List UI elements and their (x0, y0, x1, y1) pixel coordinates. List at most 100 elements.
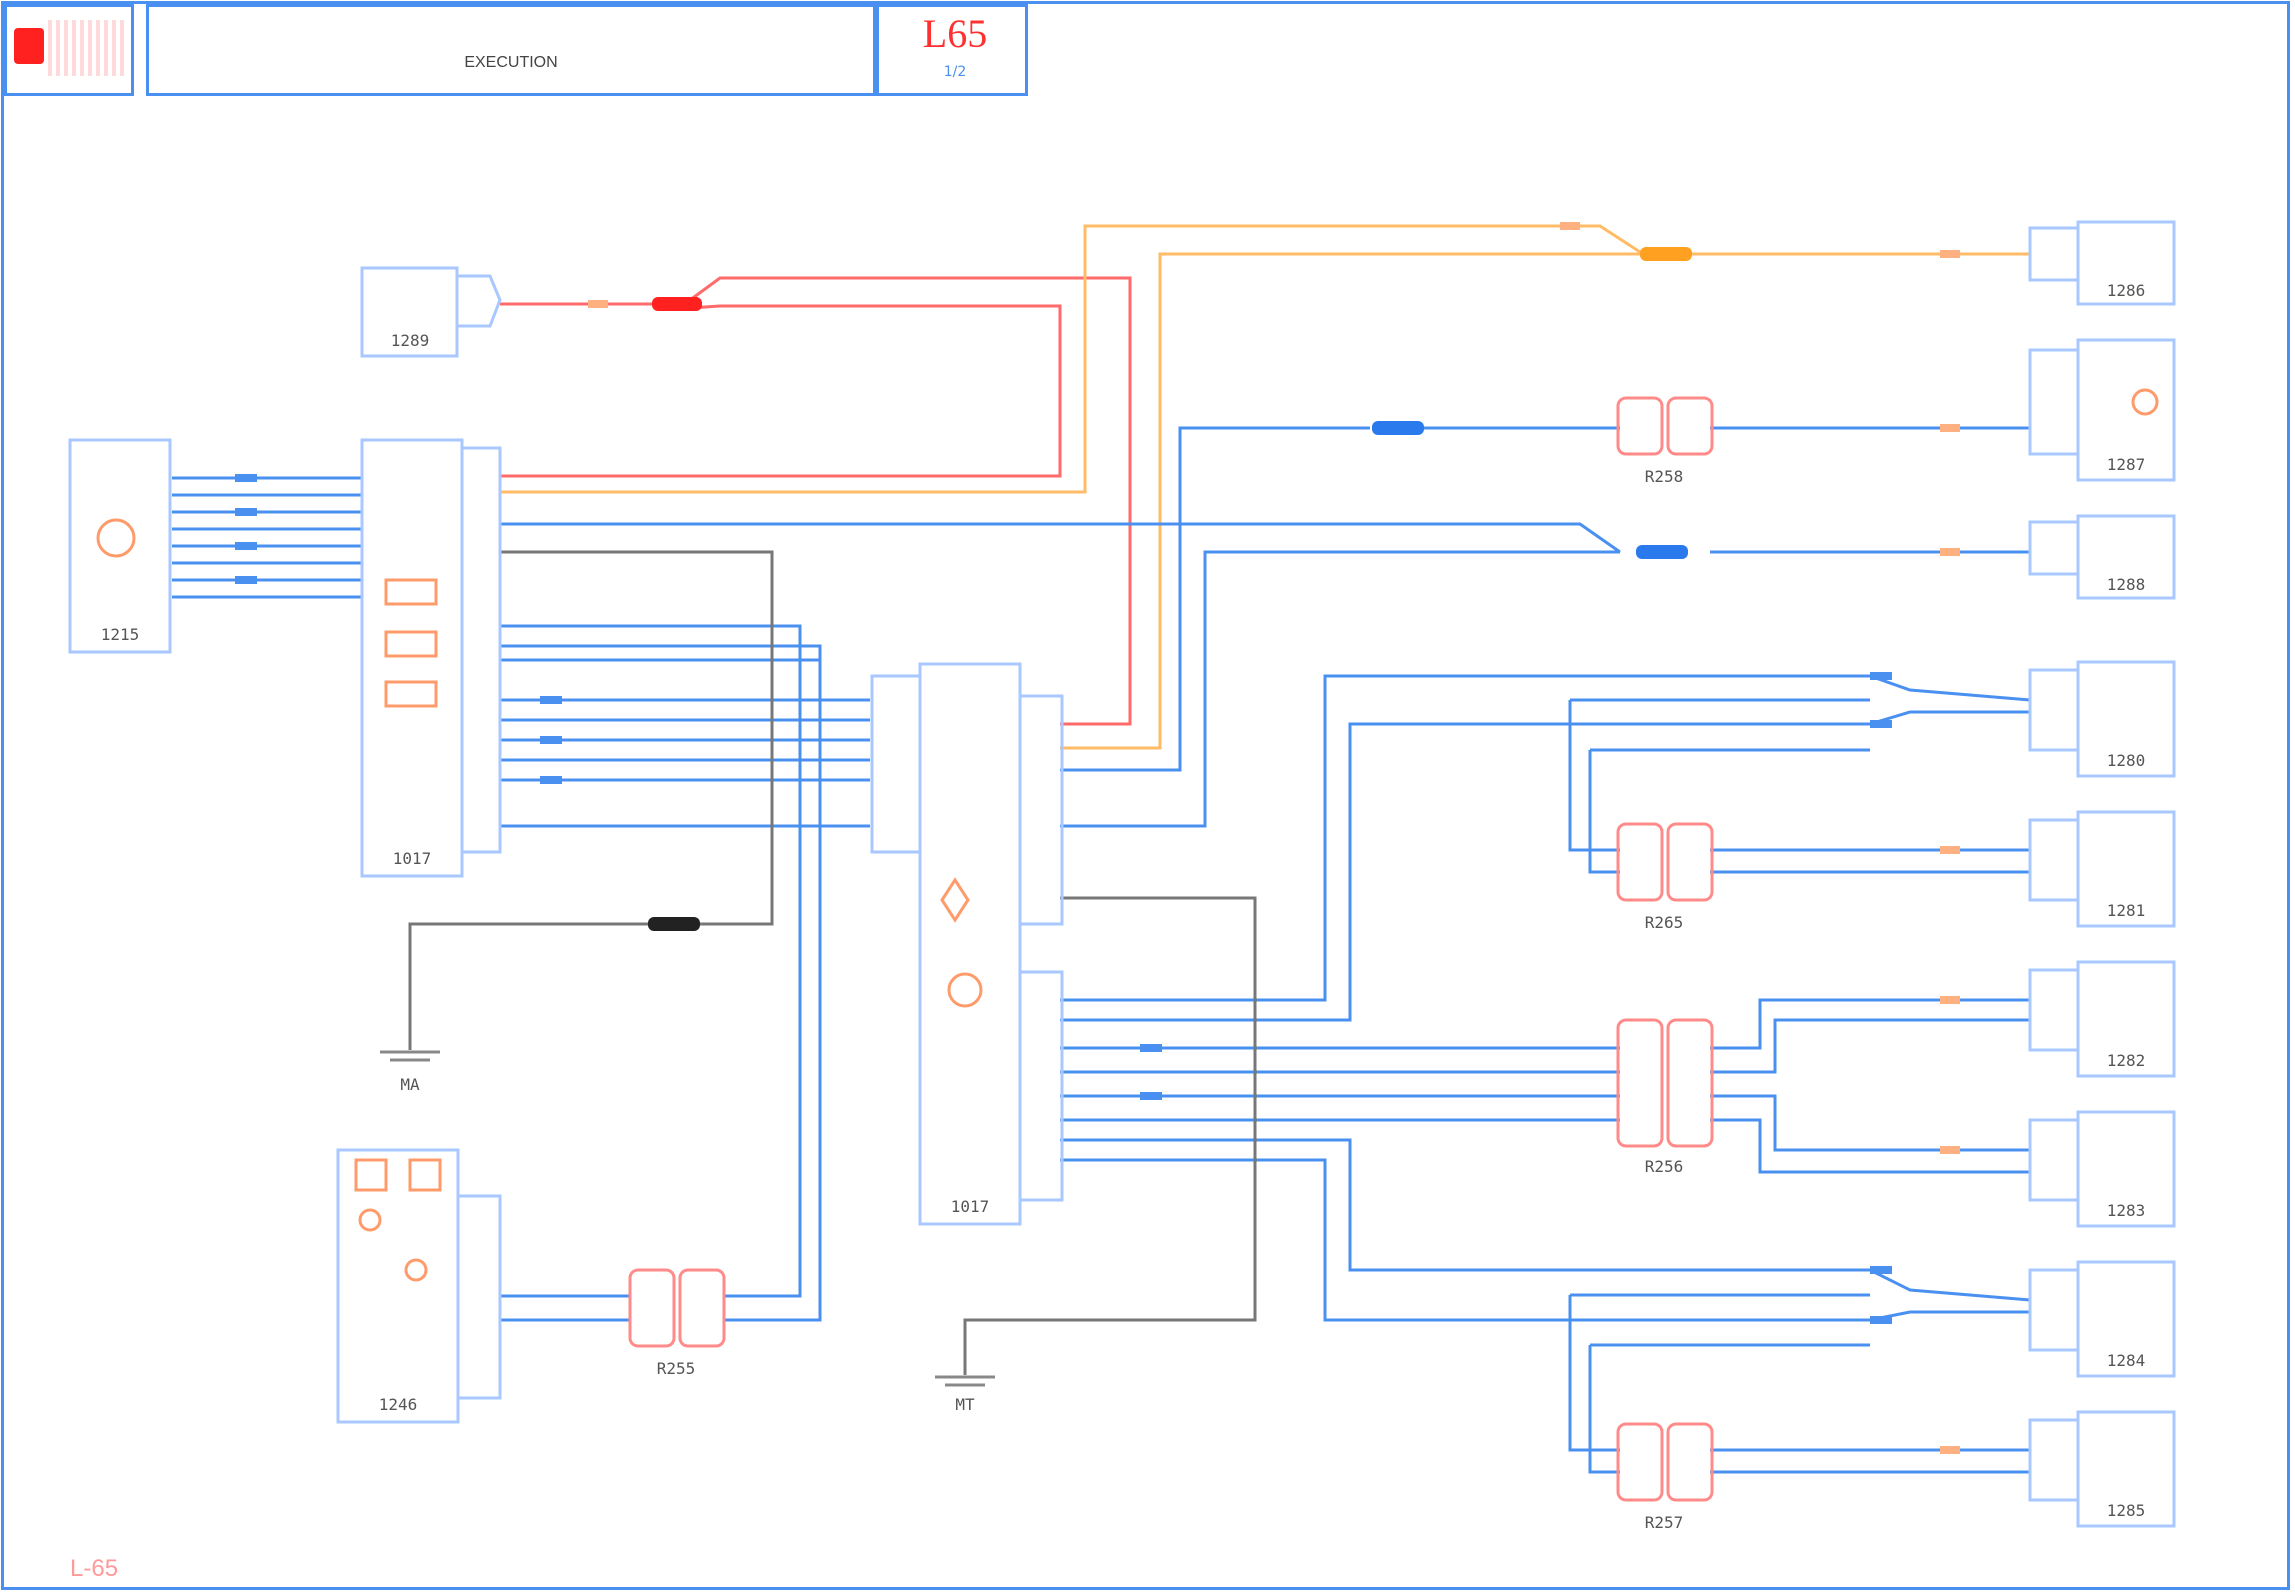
wire-mark-orange (1940, 548, 1960, 556)
bus-1215-1017 (172, 476, 362, 599)
black-splice (648, 917, 700, 931)
module-1246-plug (458, 1194, 502, 1400)
sensor-icon (96, 518, 136, 558)
label-c4: 1017 (951, 1197, 990, 1216)
header-title: EXECUTION (464, 54, 558, 71)
label-k1: R255 (657, 1359, 696, 1378)
wire-mark (540, 776, 562, 784)
module-1246 (336, 1148, 460, 1424)
label-c5: 1280 (2107, 751, 2146, 770)
ground-symbol-mt (935, 1375, 995, 1387)
comp-1285 (2076, 1410, 2176, 1528)
label-g1: MA (400, 1075, 420, 1094)
blue-splice-2 (1636, 545, 1688, 559)
module-center-plug-right-b (1020, 970, 1064, 1202)
label-c14: 1289 (391, 331, 430, 350)
orange-splice (1640, 247, 1692, 261)
buzzer-icon (2131, 388, 2159, 416)
motor-icon (947, 972, 983, 1008)
wire-mark-orange (1940, 250, 1960, 258)
orange-wires (500, 224, 2030, 750)
arrow-icon-2 (404, 1258, 428, 1282)
label-c12: 1287 (2107, 455, 2146, 474)
header-code-cell (876, 4, 1028, 96)
label-c6: 1281 (2107, 901, 2146, 920)
red-wires (500, 276, 1132, 726)
label-g2: MT (955, 1395, 975, 1414)
connector-r258 (1616, 396, 1714, 456)
wire-mark (1870, 672, 1892, 680)
wire-mark (1870, 1316, 1892, 1324)
blue-splice-1 (1372, 421, 1424, 435)
comp-1282 (2076, 960, 2176, 1078)
comp-1285-plug (2028, 1418, 2078, 1502)
connector-r255 (628, 1268, 726, 1348)
wire-mark-orange (1940, 1446, 1960, 1454)
arrow-icon-1 (358, 1208, 382, 1232)
wire-mark-orange (1940, 996, 1960, 1004)
module-center-plug-left (870, 674, 920, 854)
comp-1282-plug (2028, 968, 2078, 1052)
connector-r256 (1616, 1018, 1714, 1148)
label-c2: 1017 (393, 849, 432, 868)
wire-mark (540, 736, 562, 744)
connector-r257 (1616, 1422, 1714, 1502)
label-k3: R256 (1645, 1157, 1684, 1176)
wire-mark (235, 508, 257, 516)
wire-mark (235, 542, 257, 550)
blue-wires (500, 426, 2031, 1474)
label-c1: 1215 (101, 625, 140, 644)
label-c3: 1246 (379, 1395, 418, 1414)
wire-mark (1870, 720, 1892, 728)
comp-1280-plug (2028, 668, 2078, 752)
comp-1283 (2076, 1110, 2176, 1228)
comp-r2-plug (2028, 348, 2078, 456)
wire-mark-orange (588, 300, 608, 308)
wire-mark (235, 474, 257, 482)
wire-mark-orange (1560, 222, 1580, 230)
label-c7: 1282 (2107, 1051, 2146, 1070)
wire-mark-orange (1940, 1146, 1960, 1154)
header-title-cell (146, 4, 876, 96)
label-k4: R257 (1645, 1513, 1684, 1532)
module-top-left (360, 266, 459, 358)
module-1017-plug (462, 446, 502, 854)
wire-mark (1140, 1044, 1162, 1052)
comp-1284 (2076, 1260, 2176, 1378)
label-c8: 1283 (2107, 1201, 2146, 1220)
comp-1283-plug (2028, 1118, 2078, 1202)
page-code: L65 (922, 10, 988, 56)
label-c9: 1284 (2107, 1351, 2146, 1370)
comp-1281 (2076, 810, 2176, 928)
fuse-icon-2 (384, 630, 438, 658)
renault-logo-icon (14, 28, 44, 64)
comp-r3 (2076, 514, 2176, 600)
ground-symbol-ma (380, 1050, 440, 1062)
ground-wires (408, 550, 1257, 1375)
label-k5: R258 (1645, 467, 1684, 486)
module-center (918, 662, 1022, 1226)
wire-mark (1870, 1266, 1892, 1274)
label-k2: R265 (1645, 913, 1684, 932)
label-c13: 1288 (2107, 575, 2146, 594)
connector-r265 (1616, 822, 1714, 902)
module-1017 (360, 438, 464, 878)
footer-doc-code: L-65 (70, 1555, 119, 1582)
wire-mark (235, 576, 257, 584)
label-c11: 1286 (2107, 281, 2146, 300)
header-logo-cell (4, 4, 134, 96)
fuse-icon-3 (384, 680, 438, 708)
switch-icon-1 (354, 1158, 388, 1192)
wire-mark (540, 696, 562, 704)
module-center-plug-right-a (1020, 694, 1064, 926)
lamp-icon (940, 877, 970, 923)
comp-1280 (2076, 660, 2176, 778)
wire-mark-orange (1940, 846, 1960, 854)
comp-r1-plug (2028, 226, 2078, 282)
module-1215 (68, 438, 172, 654)
page-sub: 1/2 (943, 64, 967, 80)
label-c10: 1285 (2107, 1501, 2146, 1520)
red-splice (652, 297, 702, 311)
wire-mark-orange (1940, 424, 1960, 432)
